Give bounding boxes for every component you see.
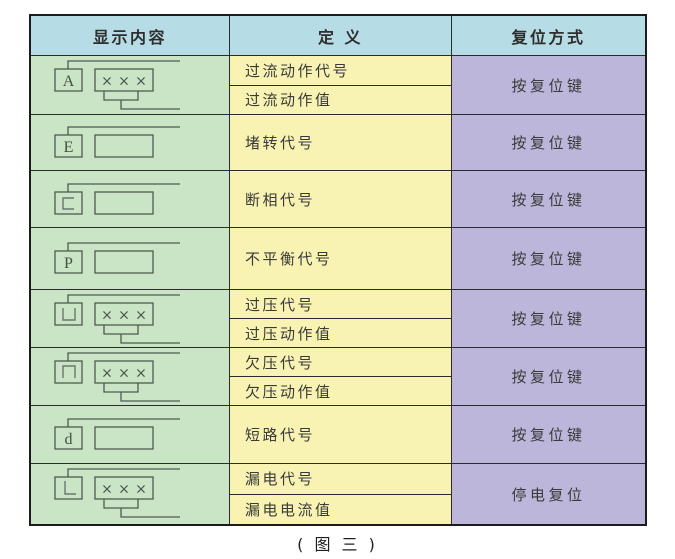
reset-method-text: 按复位键 xyxy=(452,171,645,228)
svg-text:×: × xyxy=(135,74,147,90)
definition-text: 过流动作值 xyxy=(230,84,451,115)
definition-text: 漏电代号 xyxy=(245,470,316,489)
svg-text:A: A xyxy=(63,73,75,90)
definition-text: 断相代号 xyxy=(245,190,316,209)
svg-text:E: E xyxy=(64,139,74,156)
svg-text:×: × xyxy=(101,482,113,498)
table-row: × × × 漏电代号漏电电流值 停电复位 xyxy=(31,464,645,524)
header-definition: 定 义 xyxy=(230,16,452,56)
figure-caption: ( 图 三 ) xyxy=(297,535,378,554)
svg-text:P: P xyxy=(64,255,73,272)
definition-cell: 短路代号 xyxy=(230,406,452,464)
svg-text:×: × xyxy=(101,74,113,90)
definition-text: 过压代号 xyxy=(245,295,316,314)
fault-code-table: 显示内容 定 义 复位方式 A × × × 过流动作代号过流动作值 按复位键 E 堵转… xyxy=(29,14,647,526)
reset-method-text: 按复位键 xyxy=(452,348,645,406)
display-code-diagram: × × × xyxy=(31,464,230,524)
display-code-diagram xyxy=(31,171,230,228)
definition-cell: 断相代号 xyxy=(230,171,452,228)
definition-text: 过压动作值 xyxy=(230,318,451,347)
table-row: × × × 过压代号过压动作值 按复位键 xyxy=(31,290,645,348)
display-code-diagram: P xyxy=(31,228,230,290)
display-code-diagram: E xyxy=(31,115,230,171)
definition-cell: 漏电代号漏电电流值 xyxy=(230,464,452,524)
svg-text:×: × xyxy=(135,366,147,382)
definition-text: 短路代号 xyxy=(245,426,316,444)
table-row: 断相代号 按复位键 xyxy=(31,171,645,228)
table-row: P 不平衡代号 按复位键 xyxy=(31,228,645,290)
svg-text:×: × xyxy=(101,308,113,324)
svg-text:×: × xyxy=(118,74,130,90)
svg-text:×: × xyxy=(118,308,130,324)
reset-method-text: 按复位键 xyxy=(452,228,645,290)
svg-text:×: × xyxy=(135,308,147,324)
definition-text: 不平衡代号 xyxy=(245,250,333,268)
header-display-content: 显示内容 xyxy=(31,16,230,56)
display-code-diagram: × × × xyxy=(31,348,230,406)
definition-cell: 过流动作代号过流动作值 xyxy=(230,56,452,115)
definition-cell: 堵转代号 xyxy=(230,115,452,171)
definition-text: 堵转代号 xyxy=(245,134,316,152)
definition-cell: 欠压代号欠压动作值 xyxy=(230,348,452,406)
svg-text:×: × xyxy=(101,366,113,382)
reset-method-text: 按复位键 xyxy=(452,115,645,171)
reset-method-text: 按复位键 xyxy=(452,56,645,115)
svg-text:d: d xyxy=(65,431,73,448)
definition-text: 过流动作代号 xyxy=(245,61,351,80)
reset-method-text: 停电复位 xyxy=(452,464,645,524)
display-code-diagram: A × × × xyxy=(31,56,230,115)
table-row: d 短路代号 按复位键 xyxy=(31,406,645,464)
definition-text: 欠压代号 xyxy=(245,353,316,372)
table-row: × × × 欠压代号欠压动作值 按复位键 xyxy=(31,348,645,406)
table-header-row: 显示内容 定 义 复位方式 xyxy=(31,16,645,56)
table-row: A × × × 过流动作代号过流动作值 按复位键 xyxy=(31,56,645,115)
reset-method-text: 按复位键 xyxy=(452,406,645,464)
header-reset-method: 复位方式 xyxy=(452,16,645,56)
svg-text:×: × xyxy=(135,482,147,498)
definition-cell: 过压代号过压动作值 xyxy=(230,290,452,348)
definition-cell: 不平衡代号 xyxy=(230,228,452,290)
svg-text:×: × xyxy=(118,482,130,498)
definition-text: 漏电电流值 xyxy=(230,493,451,525)
definition-text: 欠压动作值 xyxy=(230,376,451,405)
display-code-diagram: d xyxy=(31,406,230,464)
reset-method-text: 按复位键 xyxy=(452,290,645,348)
svg-text:×: × xyxy=(118,366,130,382)
display-code-diagram: × × × xyxy=(31,290,230,348)
table-body: A × × × 过流动作代号过流动作值 按复位键 E 堵转代号 按复位键 断相代号 按… xyxy=(31,56,645,524)
table-row: E 堵转代号 按复位键 xyxy=(31,115,645,171)
